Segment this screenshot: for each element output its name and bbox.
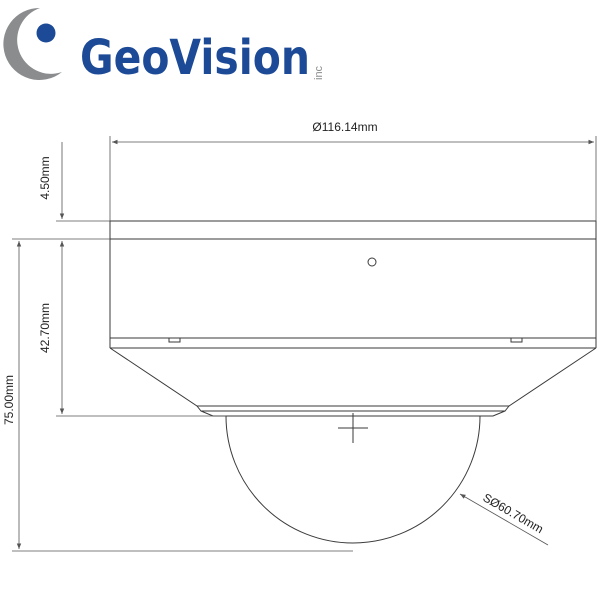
camera-outline — [109, 220, 597, 544]
dimension-top-diameter: Ø116.14mm — [109, 120, 597, 221]
dim-label-top-diameter: Ø116.14mm — [312, 120, 377, 134]
geovision-logo: GeoVision inc — [3, 7, 325, 86]
geovision-emblem-icon — [3, 7, 62, 80]
dim-label-body-height: 42.70mm — [38, 303, 52, 353]
dim-label-dome-radius: SØ60.70mm — [481, 490, 546, 536]
screw-hole-icon — [367, 257, 377, 267]
dim-label-total-height: 75.00mm — [2, 375, 16, 425]
brand-wordmark: GeoVision — [80, 30, 310, 86]
dimension-cap-height: 4.50mm — [38, 142, 110, 240]
dimension-total-height: 75.00mm — [2, 238, 353, 552]
dim-label-cap-height: 4.50mm — [38, 156, 52, 199]
dimension-dome-radius: SØ60.70mm — [459, 490, 549, 546]
brand-suffix: inc — [313, 65, 325, 80]
dimension-body-height: 42.70mm — [38, 241, 226, 417]
